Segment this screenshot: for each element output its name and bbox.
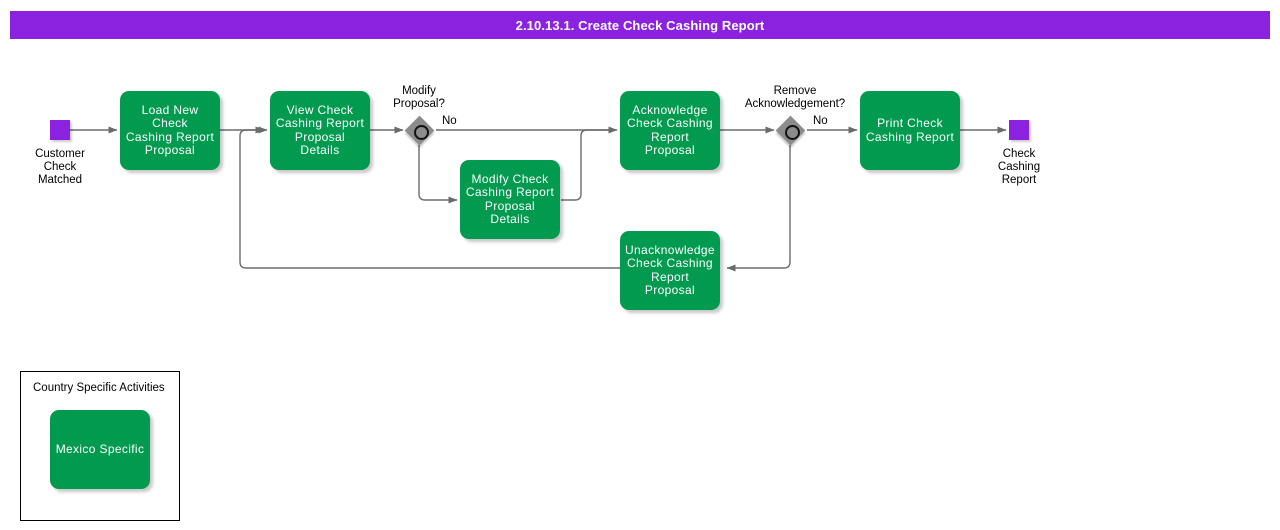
- task-acknowledge-check-cashing-report-proposal[interactable]: Acknowledge Check Cashing Report Proposa…: [620, 91, 720, 170]
- gateway-modify-proposal[interactable]: [404, 115, 434, 145]
- task-modify-check-cashing-report-proposal-details[interactable]: Modify Check Cashing Report Proposal Det…: [460, 160, 560, 239]
- task-label: Mexico Specific: [55, 441, 145, 456]
- start-event-label: Customer Check Matched: [35, 148, 85, 186]
- flow-modify-to-acknowledge: [561, 129, 612, 201]
- task-unacknowledge-check-cashing-report-proposal[interactable]: Unacknowledge Check Cashing Report Propo…: [620, 231, 720, 310]
- end-event-check-cashing-report[interactable]: [1009, 120, 1029, 140]
- flow-gateway1-yes-to-modify: [418, 145, 458, 204]
- task-label: View Check Cashing Report Proposal Detai…: [275, 102, 365, 157]
- gateway-remove-acknowledgement-branch-label: No: [813, 115, 828, 127]
- task-label: Modify Check Cashing Report Proposal Det…: [465, 171, 555, 226]
- legend-title: Country Specific Activities: [33, 382, 165, 394]
- task-print-check-cashing-report[interactable]: Print Check Cashing Report: [860, 91, 960, 170]
- gateway-remove-acknowledgement[interactable]: [775, 115, 805, 145]
- page-title-bar: 2.10.13.1. Create Check Cashing Report: [10, 11, 1270, 39]
- task-label: Print Check Cashing Report: [865, 116, 955, 144]
- gateway-modify-proposal-branch-label: No: [442, 115, 457, 127]
- task-load-new-check-cashing-report-proposal[interactable]: Load New Check Cashing Report Proposal: [120, 91, 220, 170]
- task-label: Acknowledge Check Cashing Report Proposa…: [627, 102, 713, 157]
- legend-task-mexico-specific[interactable]: Mexico Specific: [50, 410, 150, 489]
- gateway-circle-icon: [784, 124, 800, 140]
- gateway-modify-proposal-label: Modify Proposal?: [393, 85, 445, 110]
- task-label: Load New Check Cashing Report Proposal: [125, 102, 215, 157]
- end-event-label: Check Cashing Report: [997, 148, 1041, 186]
- gateway-remove-acknowledgement-label: Remove Acknowledgement?: [744, 85, 846, 110]
- page-title: 2.10.13.1. Create Check Cashing Report: [515, 17, 765, 33]
- flow-gateway2-yes-to-unacknowledge: [726, 145, 791, 272]
- gateway-circle-icon: [413, 124, 429, 140]
- task-view-check-cashing-report-proposal-details[interactable]: View Check Cashing Report Proposal Detai…: [270, 91, 370, 170]
- task-label: Unacknowledge Check Cashing Report Propo…: [625, 242, 715, 297]
- start-event-customer-check-matched[interactable]: [50, 120, 70, 140]
